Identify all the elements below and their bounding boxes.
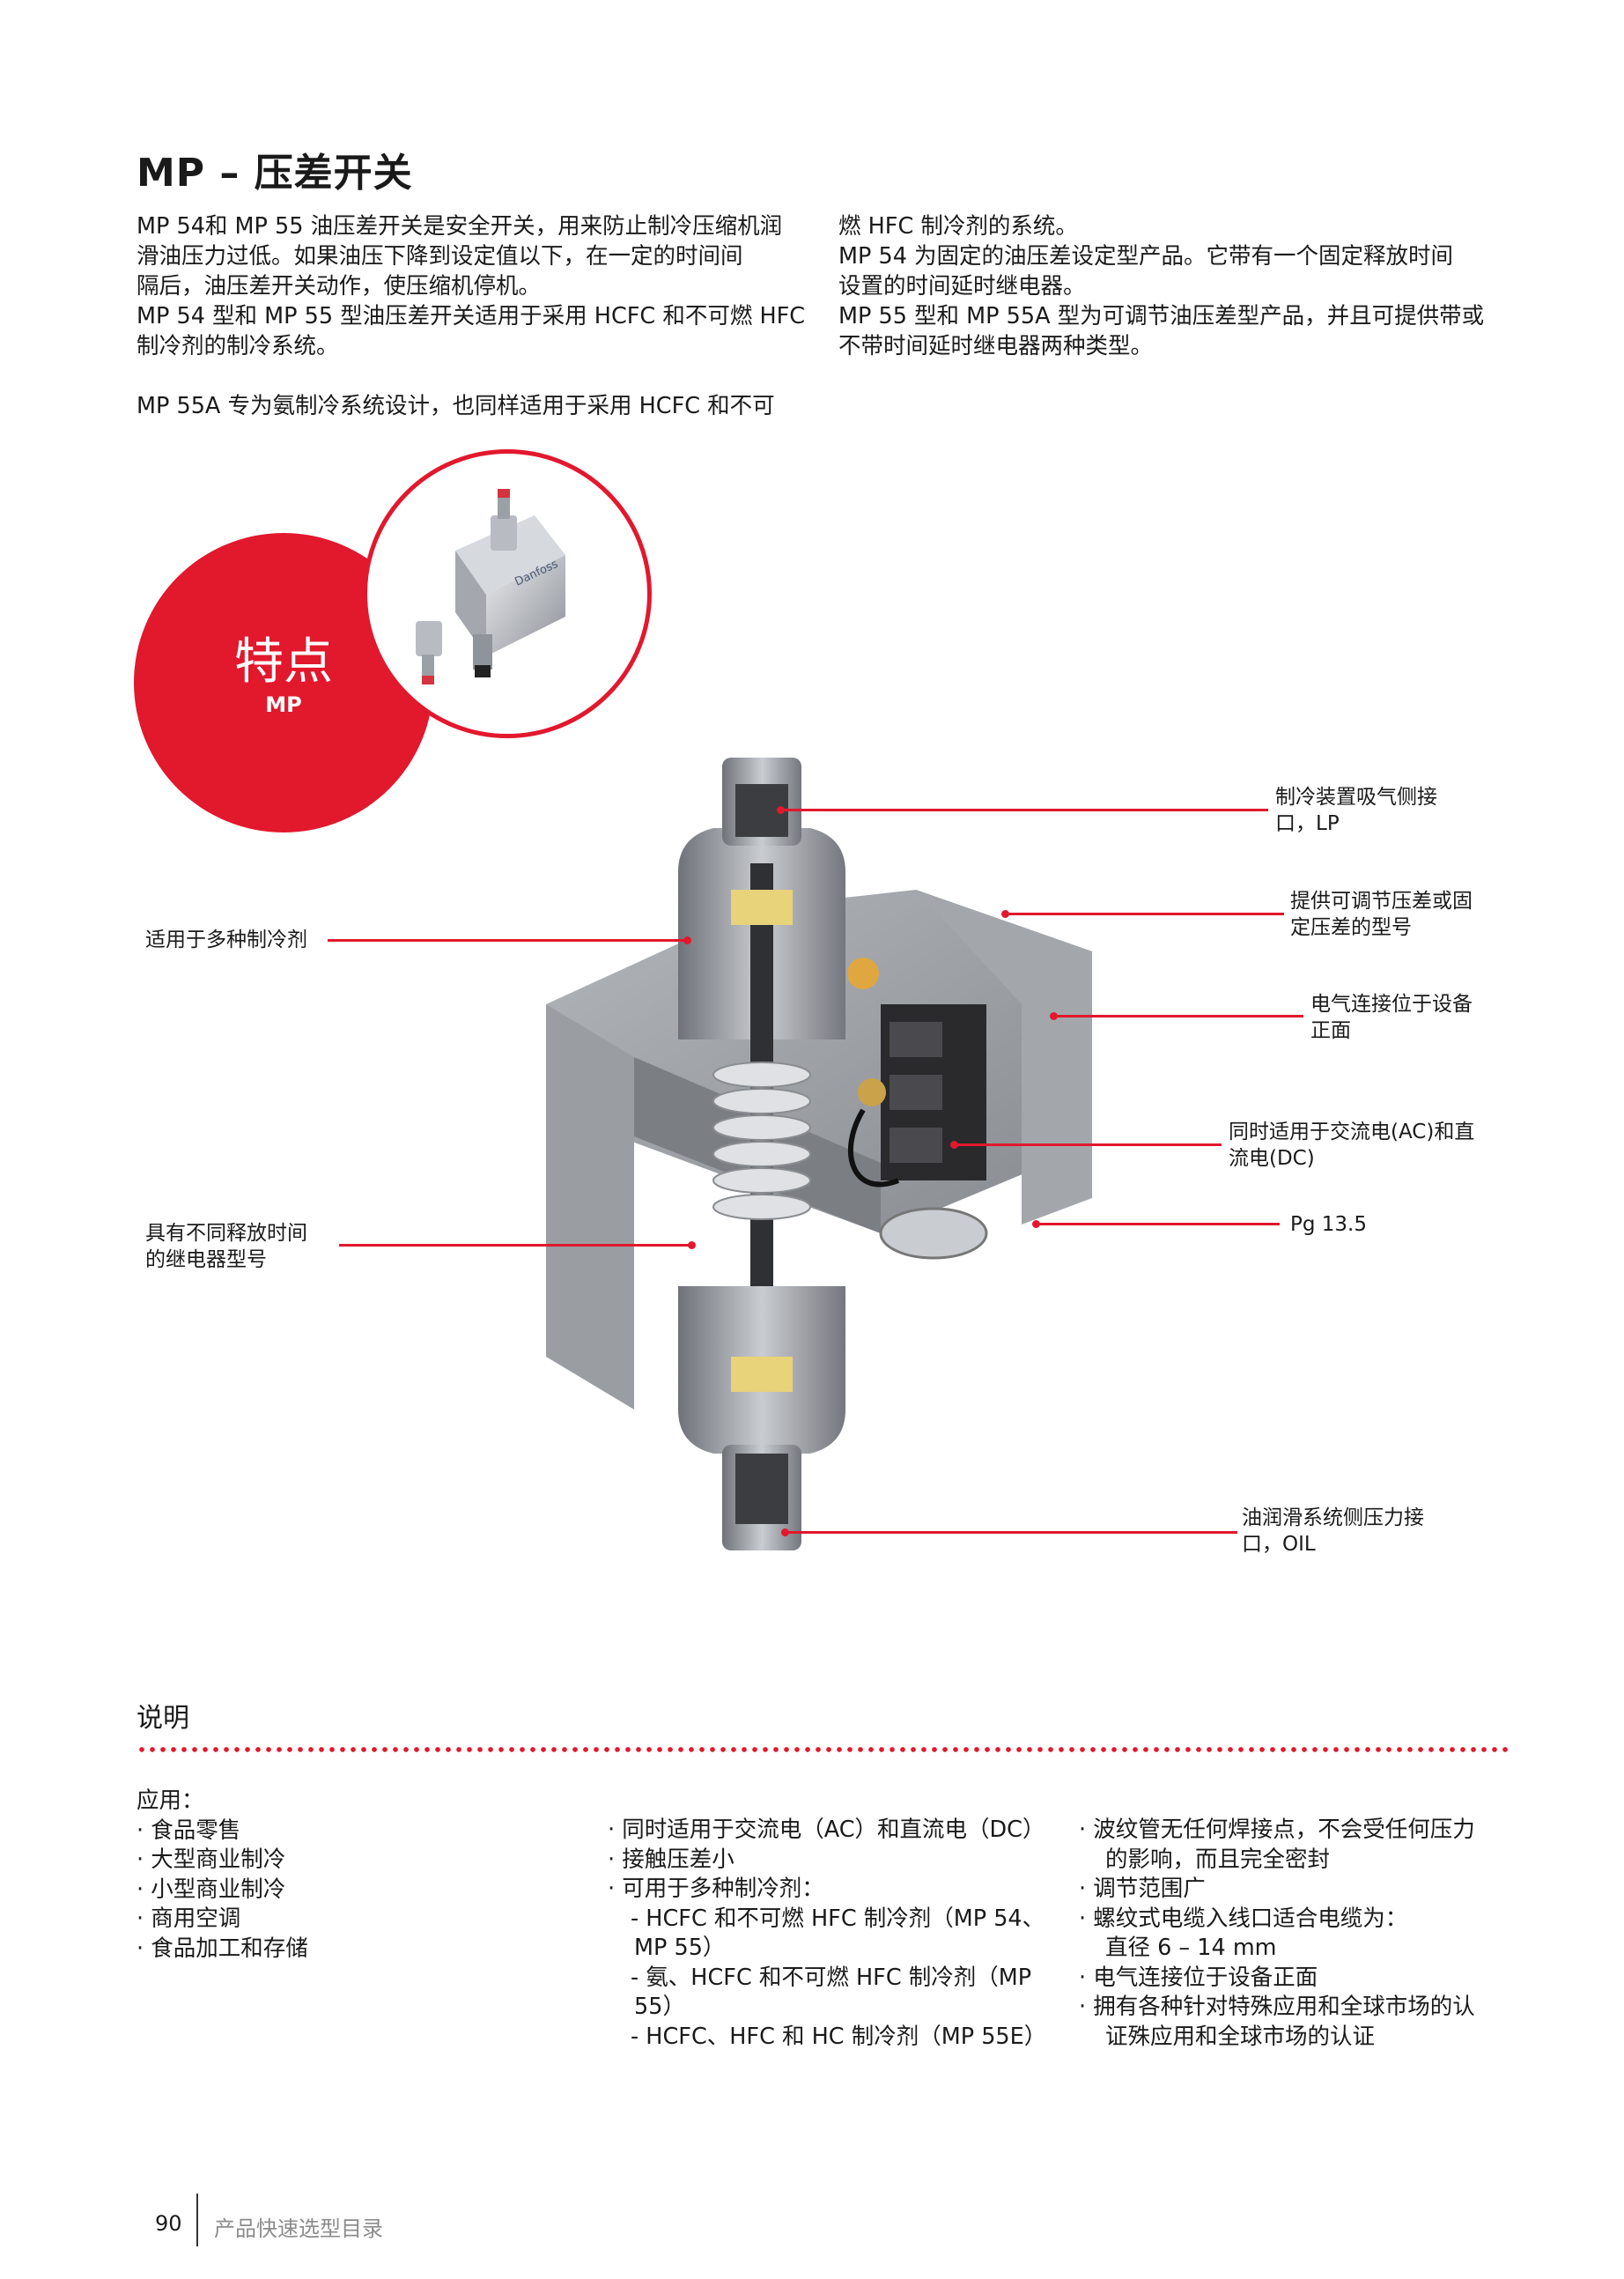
intro-line: 不带时间延时继电器两种类型。 [838, 333, 1154, 359]
leader-line [953, 1143, 1222, 1146]
list-item: · 大型商业制冷 [137, 1846, 286, 1873]
leader-dot [777, 806, 785, 814]
intro-right-column: 燃 HFC 制冷剂的系统。 MP 54 为固定的油压差设定型产品。它带有一个固定… [838, 211, 1508, 361]
leader-dot [688, 1241, 696, 1249]
callout-ac-dc: 同时适用于交流电(AC)和直 流电(DC) [1229, 1121, 1475, 1170]
callout-lp-port: 制冷装置吸气侧接 口，LP [1275, 786, 1437, 835]
list-subitem-cont: MP 55） [634, 1935, 726, 1961]
list-item-cont: 的影响，而且完全密封 [1105, 1846, 1331, 1873]
leader-dot [950, 1141, 958, 1149]
description-heading: 说明 [137, 1703, 189, 1734]
callout-oil-port: 油润滑系统侧压力接 口，OIL [1242, 1506, 1424, 1556]
leader-line [1052, 1015, 1303, 1017]
page-title: MP – 压差开关 [137, 151, 413, 196]
intro-line: 制冷剂的制冷系统。 [137, 333, 339, 359]
leader-line [784, 1531, 1237, 1534]
leader-dot [1001, 910, 1009, 918]
description-col-1: 应用： · 食品零售 · 大型商业制冷 · 小型商业制冷 · 商用空调 · 食品… [137, 1787, 577, 1964]
leader-line [339, 1244, 691, 1247]
list-item: · 电气连接位于设备正面 [1079, 1964, 1318, 1991]
list-subitem: - HCFC、HFC 和 HC 制冷剂（MP 55E） [631, 2023, 1047, 2050]
intro-line: 设置的时间延时继电器。 [838, 273, 1086, 300]
callout-pg135: Pg 13.5 [1290, 1213, 1367, 1236]
product-photo: Danfoss [363, 449, 652, 738]
page-number: 90 [155, 2211, 182, 2236]
list-item: · 商用空调 [137, 1905, 241, 1932]
list-item: · 螺纹式电缆入线口适合电缆为： [1079, 1905, 1408, 1932]
description-col-2: · 同时适用于交流电（AC）和直流电（DC） · 接触压差小 · 可用于多种制冷… [608, 1816, 1083, 2052]
list-item: · 可用于多种制冷剂： [608, 1876, 824, 1902]
leader-dot [781, 1528, 789, 1536]
footer-divider [196, 2194, 198, 2246]
leader-line [328, 939, 687, 942]
intro-line: 滑油压力过低。如果油压下降到设定值以下，在一定的时间间 [137, 243, 743, 270]
intro-line: MP 54 型和 MP 55 型油压差开关适用于采用 HCFC 和不可燃 HFC [137, 303, 806, 329]
list-item: · 波纹管无任何焊接点，不会受任何压力 [1079, 1817, 1475, 1843]
features-title: 特点 [234, 633, 333, 691]
list-item: · 食品零售 [137, 1817, 241, 1844]
paragraph-gap [137, 361, 806, 391]
list-item-cont: 直径 6 – 14 mm [1105, 1935, 1277, 1961]
list-subitem-cont: 55） [634, 1994, 685, 2020]
list-item-cont: 证殊应用和全球市场的认证 [1105, 2023, 1376, 2050]
list-item: · 食品加工和存储 [137, 1935, 308, 1962]
intro-line: MP 55A 专为氨制冷系统设计，也同样适用于采用 HCFC 和不可 [137, 393, 775, 419]
list-subitem: - HCFC 和不可燃 HFC 制冷剂（MP 54、 [631, 1905, 1045, 1932]
description-col-3: · 波纹管无任何焊接点，不会受任何压力 的影响，而且完全密封 · 调节范围广 ·… [1079, 1816, 1537, 2052]
intro-line: MP 54 为固定的油压差设定型产品。它带有一个固定释放时间 [838, 243, 1454, 270]
leader-dot [683, 936, 691, 944]
intro-line: 燃 HFC 制冷剂的系统。 [838, 213, 1078, 240]
intro-line: MP 54和 MP 55 油压差开关是安全开关，用来防止制冷压缩机润 [137, 213, 783, 240]
list-heading: 应用： [137, 1787, 204, 1814]
features-subtitle: MP [265, 692, 302, 717]
callout-relay-variants: 具有不同释放时间 的继电器型号 [145, 1222, 307, 1271]
catalog-name: 产品快速选型目录 [214, 2216, 383, 2241]
leader-dot [1050, 1012, 1058, 1020]
switch-cutaway-illustration [546, 758, 1092, 1550]
leader-line [1004, 913, 1284, 915]
leader-line [779, 809, 1268, 811]
list-item: · 同时适用于交流电（AC）和直流电（DC） [608, 1817, 1045, 1843]
list-item: · 接触压差小 [608, 1846, 734, 1873]
callout-front-connection: 电气连接位于设备 正面 [1310, 993, 1473, 1042]
list-item: · 调节范围广 [1079, 1876, 1206, 1902]
leader-dot [1032, 1220, 1040, 1228]
intro-line: MP 55 型和 MP 55A 型为可调节油压差型产品，并且可提供带或 [838, 303, 1485, 329]
dotted-divider [137, 1747, 1510, 1752]
list-item: · 小型商业制冷 [137, 1876, 286, 1903]
list-subitem: - 氨、HCFC 和不可燃 HFC 制冷剂（MP [631, 1964, 1032, 1991]
leader-line [1035, 1223, 1280, 1225]
callout-refrigerants: 适用于多种制冷剂 [145, 929, 307, 951]
callout-differential-models: 提供可调节压差或固 定压差的型号 [1290, 890, 1473, 939]
intro-left-column: MP 54和 MP 55 油压差开关是安全开关，用来防止制冷压缩机润 滑油压力过… [137, 211, 806, 421]
pressure-switch-photo-icon: Danfoss [416, 489, 565, 684]
list-item: · 拥有各种针对特殊应用和全球市场的认 [1079, 1994, 1475, 2020]
intro-line: 隔后，油压差开关动作，使压缩机停机。 [137, 273, 542, 300]
